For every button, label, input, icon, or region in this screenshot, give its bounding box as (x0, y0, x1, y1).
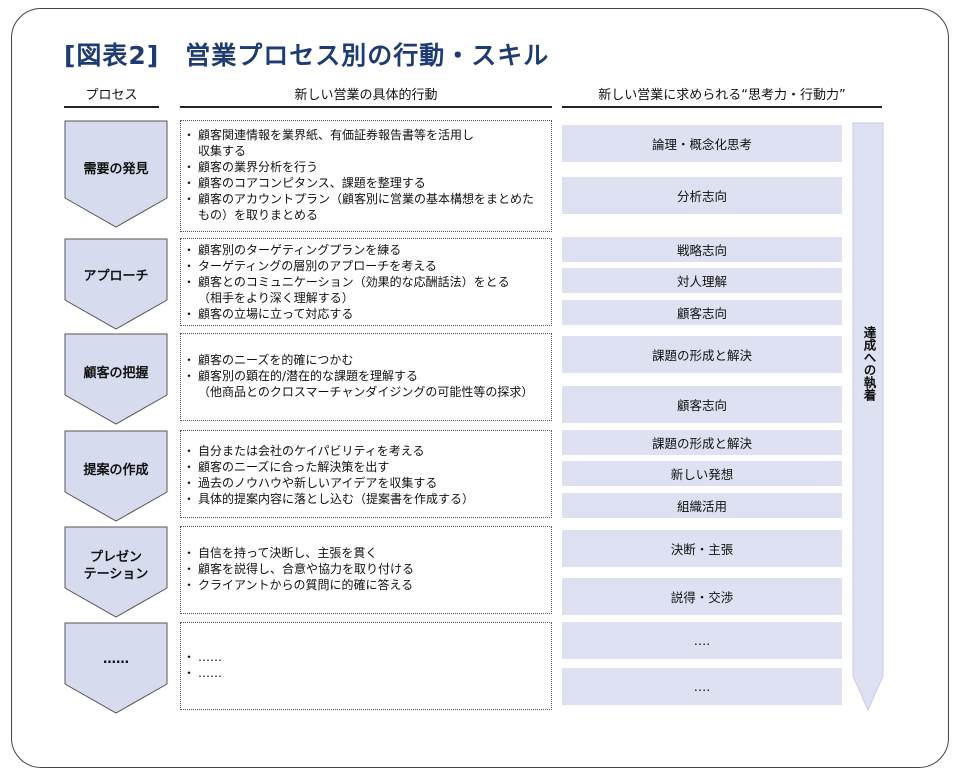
action-item: 顧客関連情報を業界紙、有価証券報告書等を活用し (183, 127, 547, 143)
skill-box: …. (562, 668, 842, 705)
action-item: 顧客のコアコンピタンス、課題を整理する (183, 175, 547, 191)
skill-box: 決断・主張 (562, 530, 842, 567)
header-process: プロセス (85, 88, 138, 103)
action-item: 過去のノウハウや新しいアイデアを収集する (183, 475, 547, 491)
action-item: 収集する (198, 144, 247, 158)
header-skills: 新しい営業に求められる“思考力・行動力” (598, 88, 846, 103)
action-item: 顧客別のターゲティングプランを練る (183, 242, 547, 258)
process-label: アプローチ (83, 269, 149, 284)
header-rule-process (64, 106, 159, 108)
skill-box: 課題の形成と解決 (562, 430, 842, 455)
process-label: 需要の発見 (83, 162, 149, 177)
action-box: 顧客別のターゲティングプランを練る ターゲティングの層別のアプローチを考える 顧… (180, 238, 552, 326)
achievement-arrow-label: 達成への執着 (860, 326, 878, 404)
action-item: 顧客とのコミュニケーション（効果的な応酬話法）をとる (183, 274, 547, 290)
action-item: 顧客別の顕在的/潜在的な課題を理解する (183, 368, 547, 384)
action-box: 自信を持って決断し、主張を貫く 顧客を説得し、合意や協力を取り付ける クライアン… (180, 526, 552, 614)
action-item: もの）を取りまとめる (198, 208, 319, 222)
chevron-needs-discovery (64, 120, 168, 228)
chevron-more (64, 622, 168, 714)
achievement-arrow (852, 122, 884, 712)
action-item: 顧客のニーズを的確につかむ (183, 352, 547, 368)
action-item: （他商品とのクロスマーチャンダイジングの可能性等の探求） (198, 385, 534, 399)
header-actions: 新しい営業の具体的行動 (294, 88, 438, 103)
process-label: プレゼン テーション (83, 550, 149, 582)
page-title: [図表2] 営業プロセス別の行動・スキル (64, 41, 550, 70)
action-item: 自分または会社のケイパビリティを考える (183, 443, 547, 459)
action-box: 顧客のニーズを的確につかむ 顧客別の顕在的/潜在的な課題を理解する （他商品との… (180, 333, 552, 421)
skill-box: 課題の形成と解決 (562, 336, 842, 373)
vertical-text: 達成への執着 (861, 326, 877, 401)
skill-box: 組織活用 (562, 493, 842, 518)
action-item: 顧客を説得し、合意や協力を取り付ける (183, 561, 547, 577)
outer-frame (11, 8, 949, 768)
action-box: …… …… (180, 622, 552, 710)
action-item: 具体的提案内容に落とし込む（提案書を作成する） (183, 491, 547, 507)
action-box: 自分または会社のケイパビリティを考える 顧客のニーズに合った解決策を出す 過去の… (180, 430, 552, 518)
skill-box: 戦略志向 (562, 237, 842, 262)
action-item: 顧客のアカウントプラン（顧客別に営業の基本構想をまとめた (183, 191, 547, 207)
action-item: …… (183, 649, 547, 665)
skill-box: 顧客志向 (562, 386, 842, 423)
header-rule-skills (562, 106, 882, 108)
skill-box: 分析志向 (562, 177, 842, 214)
action-item: 顧客の立場に立って対応する (183, 306, 547, 322)
action-item: 顧客のニーズに合った解決策を出す (183, 459, 547, 475)
process-label: …… (103, 652, 129, 667)
skill-box: …. (562, 622, 842, 659)
action-item: ターゲティングの層別のアプローチを考える (183, 258, 547, 274)
action-item: 自信を持って決断し、主張を貫く (183, 545, 547, 561)
skill-box: 顧客志向 (562, 300, 842, 325)
header-rule-actions (180, 106, 552, 108)
action-item: …… (183, 665, 547, 681)
skill-box: 論理・概念化思考 (562, 125, 842, 162)
skill-box: 対人理解 (562, 268, 842, 293)
skill-box: 新しい発想 (562, 461, 842, 486)
process-label: 提案の作成 (83, 463, 149, 478)
chevron-customer-understanding (64, 333, 168, 425)
chevron-presentation (64, 526, 168, 618)
skill-box: 説得・交渉 (562, 578, 842, 615)
process-label: 顧客の把握 (83, 366, 149, 381)
chevron-approach (64, 238, 168, 330)
action-item: （相手をより深く理解する） (198, 291, 354, 305)
action-item: 顧客の業界分析を行う (183, 159, 547, 175)
chevron-proposal-creation (64, 430, 168, 522)
action-item: クライアントからの質問に的確に答える (183, 577, 547, 593)
action-box: 顧客関連情報を業界紙、有価証券報告書等を活用し 収集する 顧客の業界分析を行う … (180, 120, 552, 232)
